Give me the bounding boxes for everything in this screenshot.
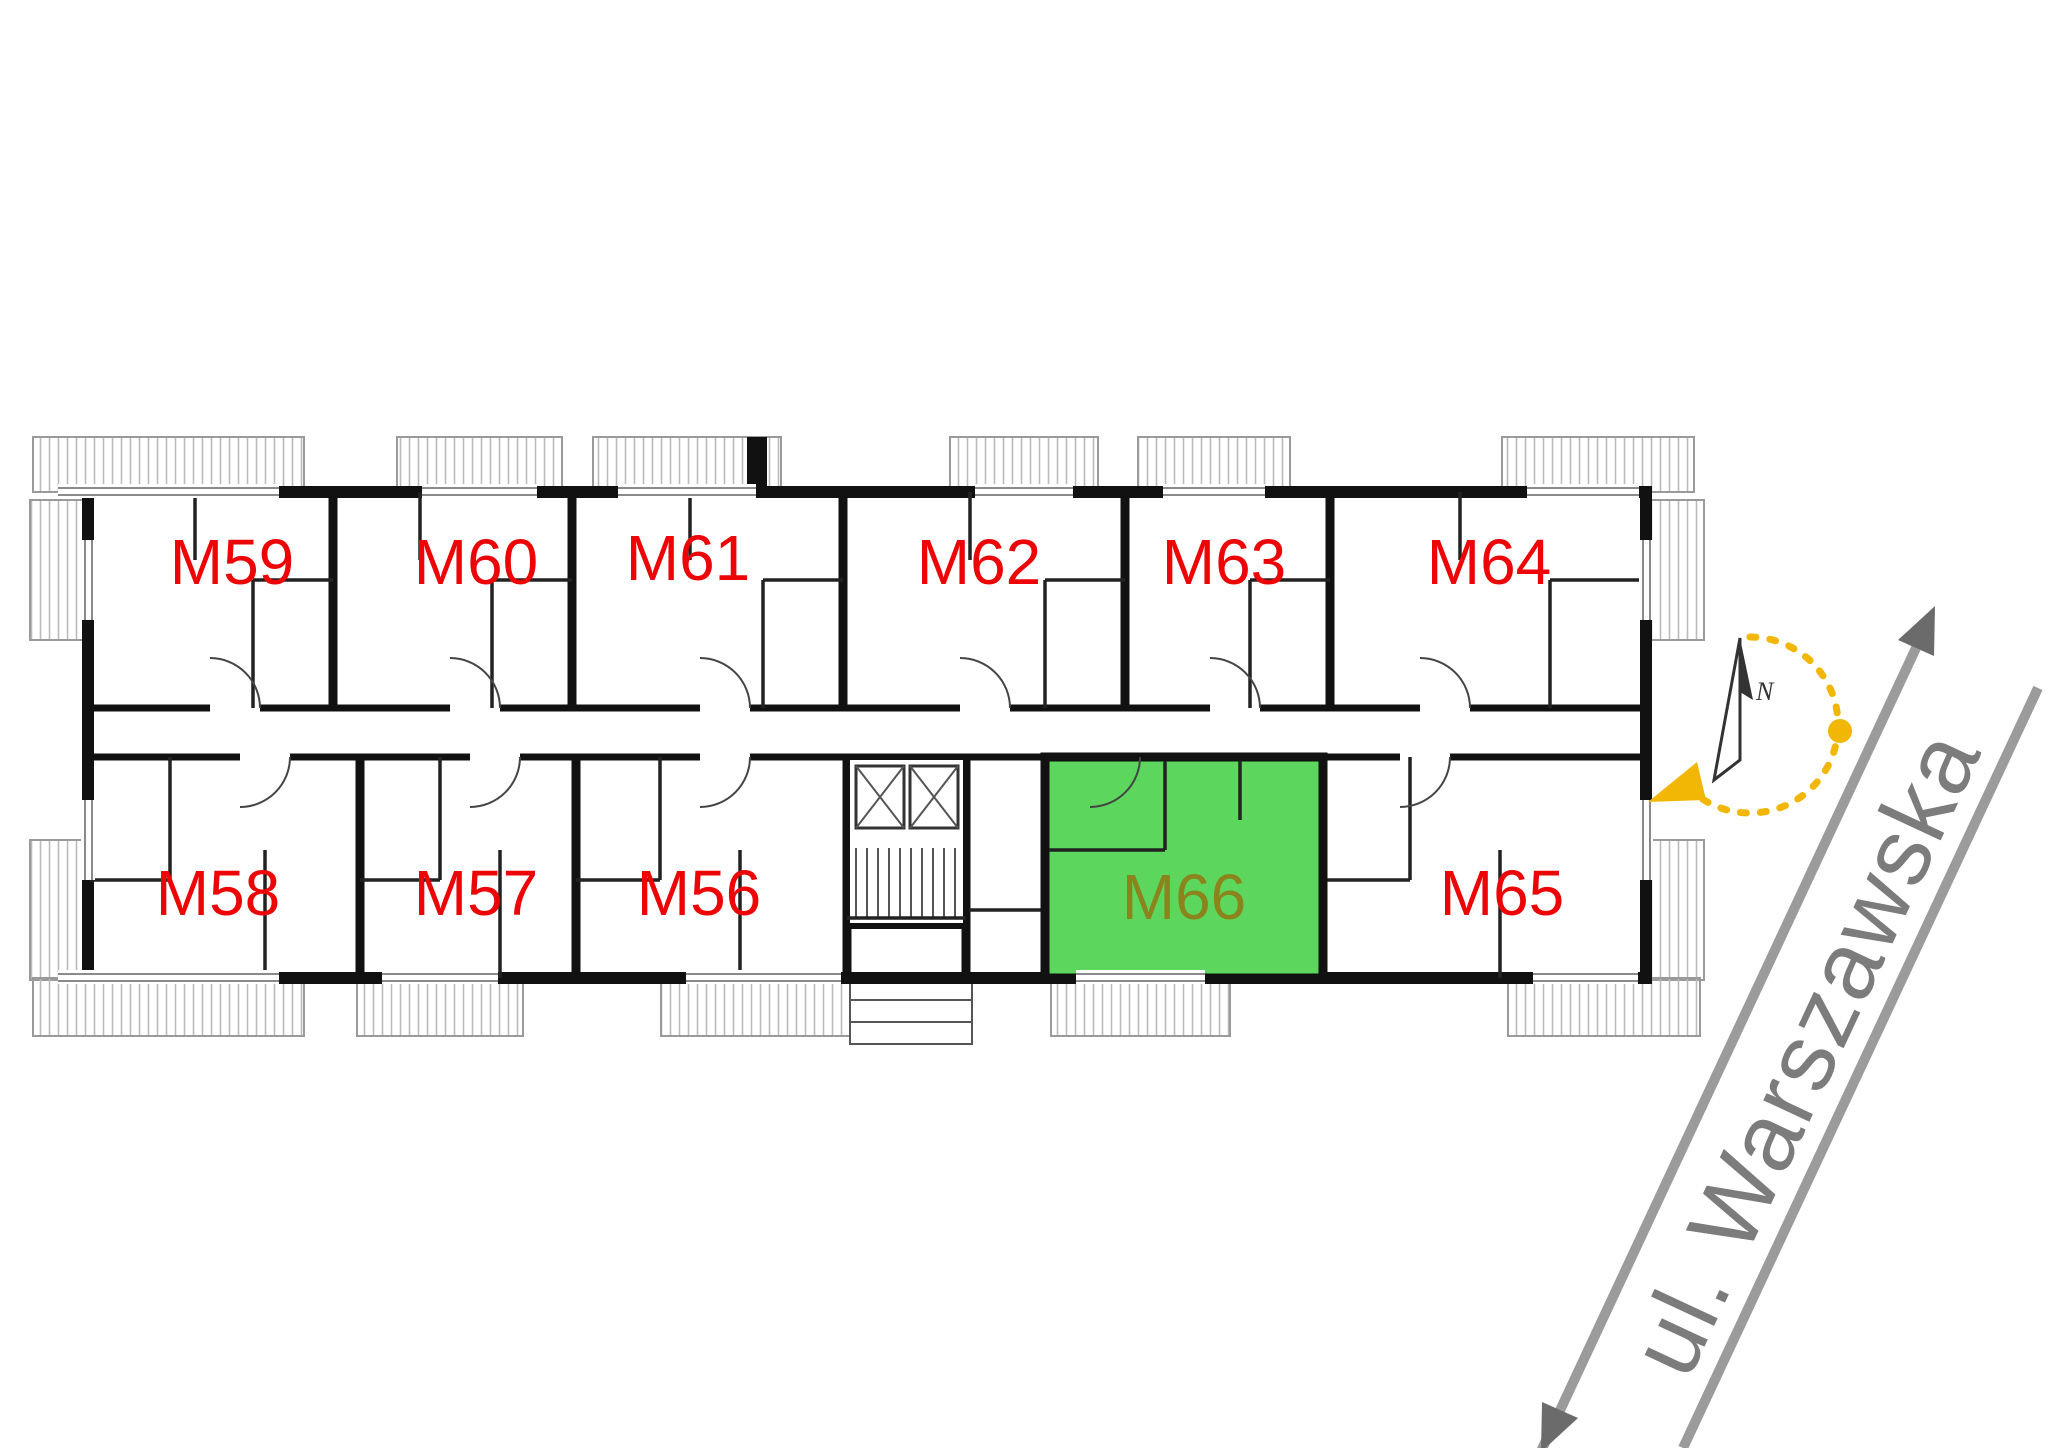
street-name-label: ul. Warszawska [1610, 714, 2001, 1391]
unit-labels: M59 M60 M61 M62 M63 M64 M58 M57 M56 M66 … [156, 522, 1565, 933]
unit-m66-interior-walls [1049, 761, 1242, 852]
street-direction-arrow-down [1541, 1402, 1578, 1448]
unit-label-m65[interactable]: M65 [1440, 857, 1565, 929]
street-edge-line-right [1678, 685, 2043, 1448]
unit-label-m59[interactable]: M59 [170, 526, 295, 598]
rotation-arc-dot [1828, 719, 1852, 743]
rotation-arc [1679, 633, 1842, 817]
unit-m66-highlight[interactable] [1040, 752, 1328, 983]
door-swing-arcs [209, 657, 1471, 808]
unit-label-m60[interactable]: M60 [414, 526, 539, 598]
stair-core [844, 754, 969, 929]
unit-label-m62[interactable]: M62 [917, 526, 1042, 598]
north-needle [1711, 637, 1742, 784]
stair-treads [855, 848, 956, 918]
interior-partition-walls [90, 492, 1645, 978]
entrance-porch [849, 977, 973, 1045]
street-direction-arrow-up [1898, 606, 1935, 656]
unit-label-m64[interactable]: M64 [1427, 526, 1552, 598]
unit-label-m57[interactable]: M57 [414, 857, 539, 929]
unit-label-m61[interactable]: M61 [626, 522, 751, 594]
windows [58, 484, 1653, 984]
unit-m66-region[interactable] [1040, 752, 1328, 983]
north-letter: N [1755, 677, 1775, 706]
north-indicator: N [1648, 633, 1852, 817]
unit-label-m63[interactable]: M63 [1162, 526, 1287, 598]
unit-label-m58[interactable]: M58 [156, 857, 281, 929]
rotation-arc-arrow [1648, 762, 1706, 802]
north-needle-fill [1740, 638, 1753, 700]
unit-label-m56[interactable]: M56 [637, 857, 762, 929]
wall-step [747, 437, 767, 495]
street-edge-line-left [1536, 645, 1921, 1448]
unit-label-m66[interactable]: M66 [1122, 861, 1247, 933]
